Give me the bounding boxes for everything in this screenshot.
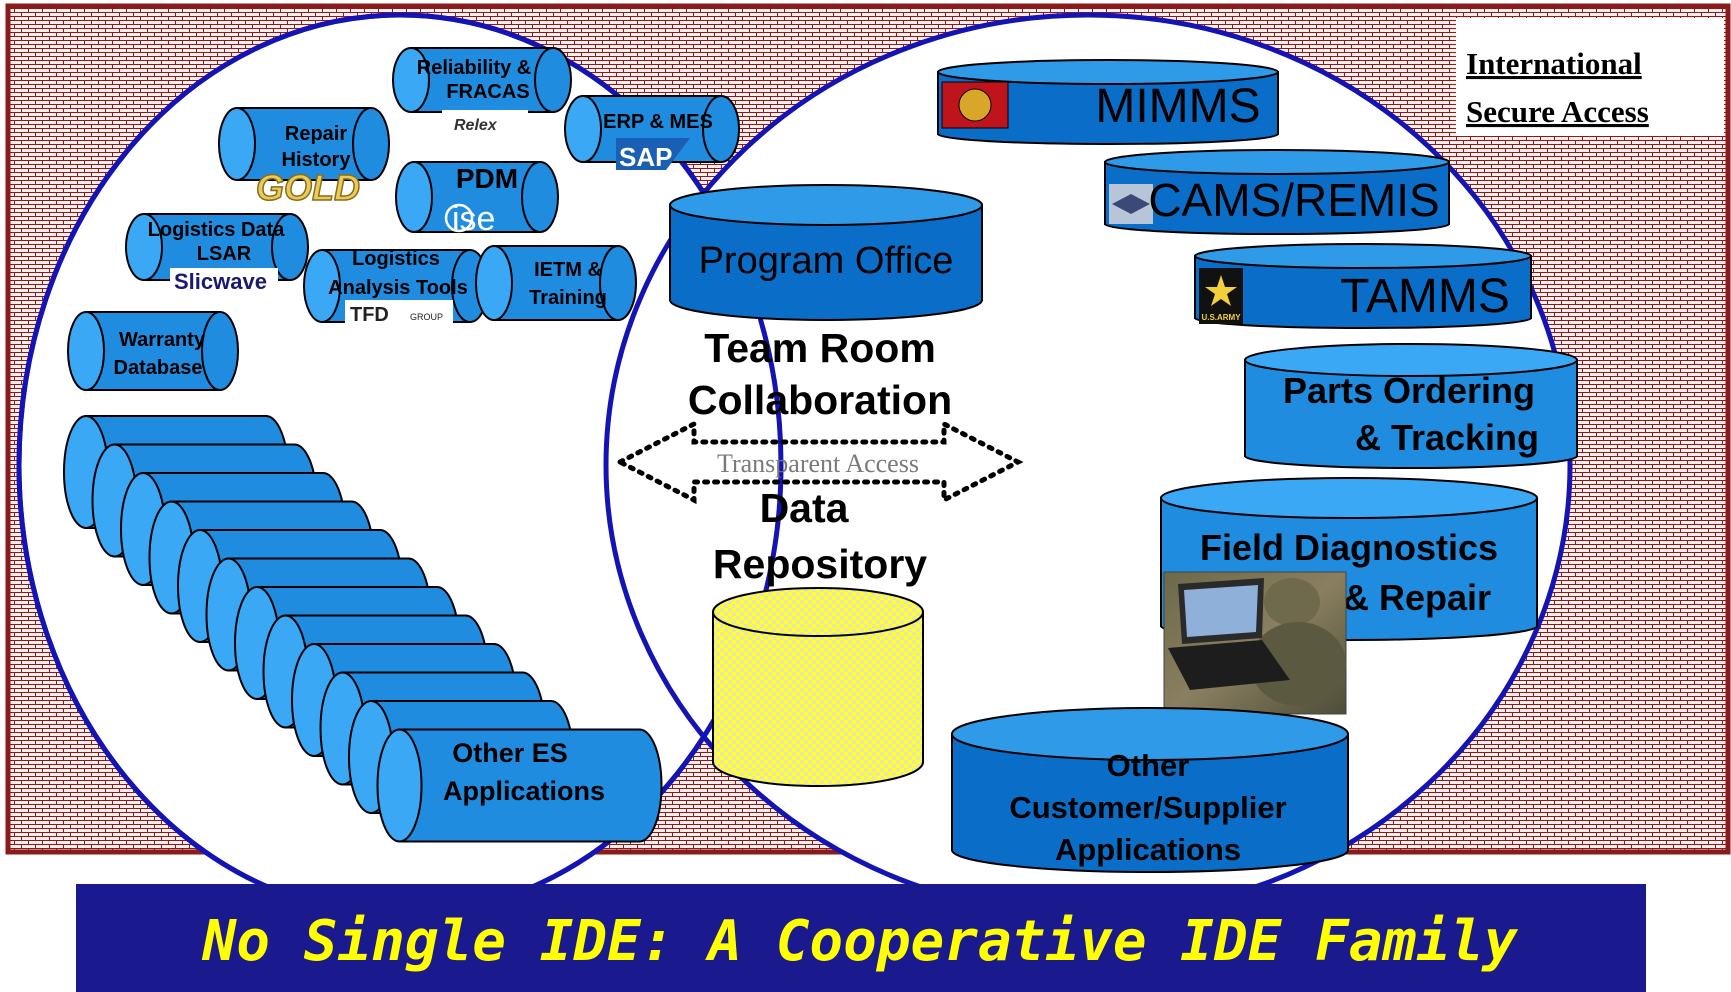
app-label: LSAR [197,243,252,265]
army-badge-text: U.S.ARMY [1201,313,1241,322]
app-cylinder-lsar: Logistics Data LSAR Slicwave [125,213,309,294]
app-label: ERP & MES [603,111,713,133]
app-cylinder-reliability: Reliability & FRACAS Relex [392,47,572,138]
app-cylinder-warranty: Warranty Database [67,311,239,391]
relex-logo-text: Relex [454,117,498,134]
laptop-base [1168,640,1290,690]
transparent-access-arrow: Transparent Access [614,419,1024,505]
ise-logo: ise [452,200,495,238]
program-office-cylinder: Program Office [669,184,983,321]
corner-label-box [1456,18,1724,136]
slicwave-logo: Slicwave [174,269,267,294]
app-cylinder-erp: ERP & MES SAP [564,95,740,172]
tfd-logo-sub: GROUP [410,312,443,322]
app-label: Repair [285,123,347,145]
other-es-stack [63,415,663,843]
data-repository-line2: Repository [713,541,927,587]
soldier-laptop-photo [1163,571,1347,715]
soldier-head [1264,578,1320,626]
mimms-label: MIMMS [1095,80,1260,133]
tamms-cylinder: U.S.ARMY TAMMS [1194,243,1532,329]
cams-label: CAMS/REMIS [1148,174,1439,226]
field-diagnostics-cylinder: Field Diagnostics & Repair [1160,477,1538,641]
app-label: Logistics [352,248,440,270]
title-banner [76,884,1646,992]
app-cylinder-ietm: IETM & Training [475,245,637,321]
gold-logo: GOLD [256,167,360,208]
sap-logo [616,138,690,170]
other-customer-cylinder: Other Customer/Supplier Applications [951,707,1349,873]
other-customer-label: Other [1107,748,1190,783]
corner-label-line2: Secure Access [1466,94,1649,129]
stack-label: Applications [443,776,605,806]
app-cylinder-logistics-tools: Logistics Analysis Tools TFD GROUP [303,248,489,330]
data-repository-line1: Data [760,485,850,531]
usmc-emblem-circle [958,88,992,122]
cams-remis-cylinder: CAMS/REMIS [1104,149,1450,235]
soldier-body [1250,622,1346,706]
mimms-cylinder: MIMMS [937,59,1279,145]
app-cylinder-repair: Repair History GOLD [218,107,390,209]
transparent-access-label: Transparent Access [717,449,919,478]
usaf-wings-icon [1112,194,1150,214]
title-banner-text: No Single IDE: A Cooperative IDE Family [202,909,1519,974]
ise-logo-circle [444,203,474,233]
data-repository-cylinder [712,587,924,787]
corner-label-line1: International [1466,46,1642,81]
team-room-line2: Collaboration [688,377,952,423]
laptop-display [1184,585,1258,637]
tfd-logo-bg [345,300,453,330]
app-label: Reliability & [417,57,531,79]
field-label: Field Diagnostics [1200,527,1498,568]
app-label: History [282,149,352,171]
parts-label: & Tracking [1355,417,1539,458]
parts-ordering-cylinder: Parts Ordering & Tracking [1244,343,1578,469]
slicwave-logo-bg [170,268,278,294]
other-customer-label: Applications [1055,832,1241,867]
app-label: PDM [456,163,518,194]
app-label: Warranty [119,329,206,351]
app-label: IETM & [534,259,602,281]
app-label: Database [114,357,203,379]
parts-label: Parts Ordering [1283,370,1535,411]
army-star-icon [1205,275,1237,306]
app-label: Logistics Data [148,219,286,241]
app-label: Training [529,287,607,309]
stack-label: Other ES [452,738,568,768]
sap-logo-text: SAP [619,142,672,172]
app-label: Analysis Tools [328,277,468,299]
stack-cylinder [376,728,663,843]
app-label: FRACAS [446,81,529,103]
app-cylinder-pdm: PDM ise [395,161,559,238]
team-room-line1: Team Room [704,325,936,371]
program-office-label: Program Office [699,240,954,282]
other-es-label: Other ES Applications [443,738,605,806]
tfd-logo: TFD [350,304,389,326]
relex-logo [442,110,528,138]
field-label: & Repair [1343,577,1491,618]
tamms-label: TAMMS [1340,270,1510,323]
other-customer-label: Customer/Supplier [1009,790,1286,825]
